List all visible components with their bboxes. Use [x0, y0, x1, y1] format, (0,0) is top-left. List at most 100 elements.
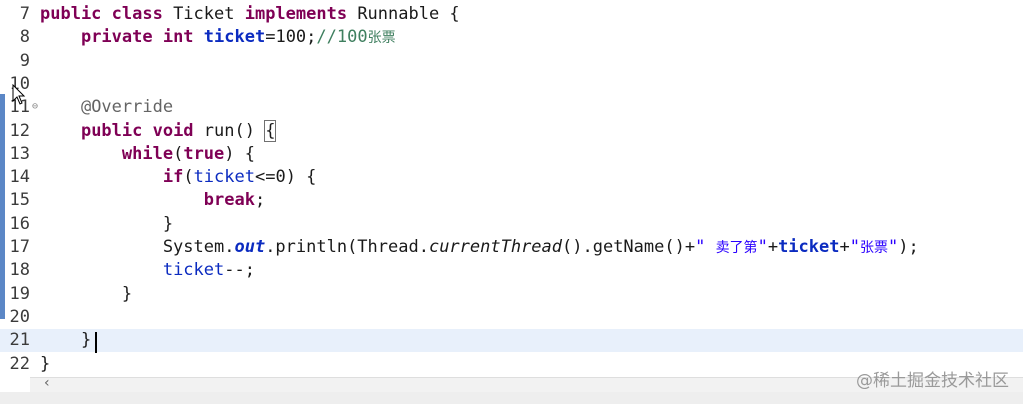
code-token: " — [849, 237, 860, 257]
code-token: //100 — [316, 27, 368, 48]
status-strip — [0, 392, 1023, 404]
code-token: ().getName()+ — [562, 237, 696, 257]
line-number: 21 — [9, 330, 30, 351]
code-line[interactable]: 15 break; — [0, 189, 1023, 212]
code-token — [40, 190, 204, 210]
code-token — [40, 260, 163, 280]
change-indicator-bar — [0, 94, 5, 319]
code-line[interactable]: 7 public class Ticket implements Runnable… — [0, 3, 1023, 26]
code-token: while — [121, 143, 174, 164]
line-number: 20 — [9, 306, 30, 327]
line-number: 7 — [19, 4, 30, 24]
code-text: } — [40, 353, 50, 376]
code-token: --; — [224, 260, 255, 281]
code-line[interactable]: 9 — [0, 50, 1023, 73]
line-number: 11 — [9, 97, 30, 118]
code-text: private int ticket=100;//100张票 — [40, 26, 396, 50]
code-token: " — [695, 237, 716, 257]
line-number: 22 — [9, 353, 30, 374]
code-line[interactable]: 20 — [0, 306, 1023, 329]
code-line[interactable]: 16 } — [0, 213, 1023, 236]
code-line[interactable]: 17 System.out.println(Thread.currentThre… — [0, 236, 1023, 259]
line-number: 14 — [9, 167, 30, 188]
code-text: } — [40, 329, 91, 352]
code-text: System.out.println(Thread.currentThread(… — [40, 236, 919, 260]
code-token: =100; — [265, 27, 317, 48]
code-token: if — [162, 167, 184, 188]
code-token: } — [40, 330, 92, 351]
code-token: public class — [40, 4, 163, 24]
text-caret — [95, 332, 97, 353]
code-token: ); — [898, 237, 919, 257]
code-token: ticket — [778, 237, 840, 257]
scroll-left-arrow-icon[interactable]: ‹ — [44, 375, 50, 391]
code-token: " — [757, 237, 768, 257]
code-token: { — [264, 119, 277, 142]
code-text: public void run() { — [40, 119, 277, 143]
line-number: 17 — [9, 237, 30, 257]
code-token: 卖了第 — [715, 240, 758, 256]
code-line[interactable]: 11 @Override — [0, 96, 1023, 119]
code-line[interactable]: 21 } — [0, 329, 1023, 353]
code-token: 张票 — [367, 30, 396, 47]
code-text: ticket--; — [40, 259, 255, 282]
line-number: 19 — [9, 283, 30, 304]
code-token: Ticket — [162, 4, 245, 24]
code-line[interactable]: 18 ticket--; — [0, 259, 1023, 282]
code-text: } — [40, 283, 132, 306]
code-token: @Override — [80, 97, 174, 118]
code-line[interactable]: 10 — [0, 73, 1023, 96]
horizontal-scrollbar[interactable]: ‹ — [30, 375, 1023, 392]
code-text: } — [40, 213, 173, 236]
code-line[interactable]: 19 } — [0, 283, 1023, 306]
line-number: 9 — [19, 50, 30, 71]
code-token: true — [183, 143, 225, 164]
code-token: " — [887, 237, 899, 257]
code-token: ) { — [224, 143, 255, 164]
line-number: 12 — [9, 120, 30, 141]
code-token: ; — [254, 190, 266, 211]
code-line[interactable]: 22} — [0, 353, 1023, 376]
code-line[interactable]: 8 private int ticket=100;//100张票 — [0, 26, 1023, 49]
code-token: public void — [80, 120, 194, 141]
code-text: if(ticket<=0) { — [40, 166, 317, 189]
code-text: while(true) { — [40, 143, 255, 166]
code-token: } — [40, 213, 174, 234]
code-token — [40, 27, 81, 47]
code-token — [40, 97, 81, 117]
code-token: 张票 — [859, 240, 888, 256]
watermark-text: @稀土掘金技术社区 — [856, 371, 1009, 391]
code-token: break — [203, 190, 255, 211]
line-number: 16 — [9, 213, 30, 234]
code-text: break; — [40, 189, 265, 212]
code-token: run() — [193, 120, 266, 141]
code-token: Runnable { — [347, 4, 460, 24]
code-token: private int — [80, 27, 194, 48]
code-line[interactable]: 13 while(true) { — [0, 143, 1023, 166]
code-token — [194, 27, 204, 47]
code-token: ( — [183, 167, 194, 188]
code-token: ticket — [162, 260, 225, 281]
code-token: } — [40, 283, 133, 304]
code-line[interactable]: 14 if(ticket<=0) { — [0, 166, 1023, 189]
code-token — [40, 144, 122, 164]
code-token: + — [767, 237, 779, 257]
line-number: 18 — [9, 260, 30, 281]
mouse-pointer-icon — [12, 84, 26, 105]
code-line[interactable]: 12 public void run() { — [0, 119, 1023, 143]
code-token: } — [40, 353, 51, 374]
code-editor[interactable]: 7 public class Ticket implements Runnable… — [0, 0, 1023, 378]
fold-toggle-icon[interactable]: ⊖ — [32, 101, 39, 112]
code-token: + — [839, 237, 850, 257]
code-token — [40, 121, 81, 141]
code-token: implements — [244, 4, 348, 24]
code-text: public class Ticket implements Runnable … — [40, 3, 460, 26]
code-token — [40, 167, 163, 187]
line-number: 8 — [19, 27, 30, 48]
code-token: out — [234, 237, 266, 257]
code-token: <=0) { — [254, 167, 317, 188]
code-token: System. — [40, 237, 235, 257]
code-text: @Override — [40, 96, 173, 119]
code-token: .println(Thread. — [265, 237, 429, 257]
code-token: currentThread — [428, 237, 563, 257]
